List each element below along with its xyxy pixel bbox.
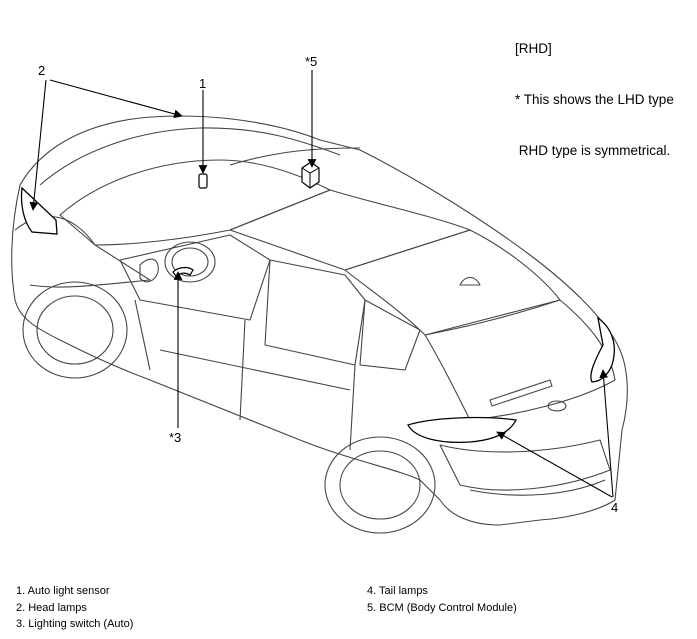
arrow-4-b (599, 369, 614, 498)
legend-item-bcm: 5. BCM (Body Control Module) (367, 601, 517, 614)
tail-lamp-right (590, 316, 615, 383)
callout-4: 4 (611, 500, 618, 515)
legend-right: 4. Tail lamps 5. BCM (Body Control Modul… (367, 583, 517, 616)
legend-item-tail-lamps: 4. Tail lamps (367, 585, 428, 597)
note-line-rhd: [RHD] (515, 41, 552, 56)
leader-arrows (29, 70, 614, 498)
callout-3: *3 (169, 430, 181, 445)
note-line-symmetrical: RHD type is symmetrical. (515, 143, 671, 158)
arrow-4-a (496, 431, 613, 498)
vehicle-diagram: 1 2 *3 4 *5 (11, 54, 628, 534)
note-line-lhd: * This shows the LHD type (515, 92, 674, 107)
auto-light-sensor (198, 173, 208, 189)
car-outline (11, 115, 628, 534)
arrow-2-b (29, 79, 47, 211)
legend-left: 1. Auto light sensor 2. Head lamps 3. Li… (16, 583, 133, 633)
tail-lamp-left (407, 416, 517, 444)
rhd-note: [RHD] * This shows the LHD type RHD type… (515, 6, 674, 176)
legend-item-lighting-switch: 3. Lighting switch (Auto) (16, 618, 134, 630)
bcm-module (301, 161, 320, 189)
legend-item-auto-light-sensor: 1. Auto light sensor (16, 585, 110, 597)
callout-5: *5 (305, 54, 317, 69)
callout-2: 2 (38, 63, 45, 78)
callout-1: 1 (199, 76, 206, 91)
head-lamp (20, 186, 58, 235)
arrow-2-a (49, 79, 183, 119)
legend-item-head-lamps: 2. Head lamps (16, 601, 87, 614)
